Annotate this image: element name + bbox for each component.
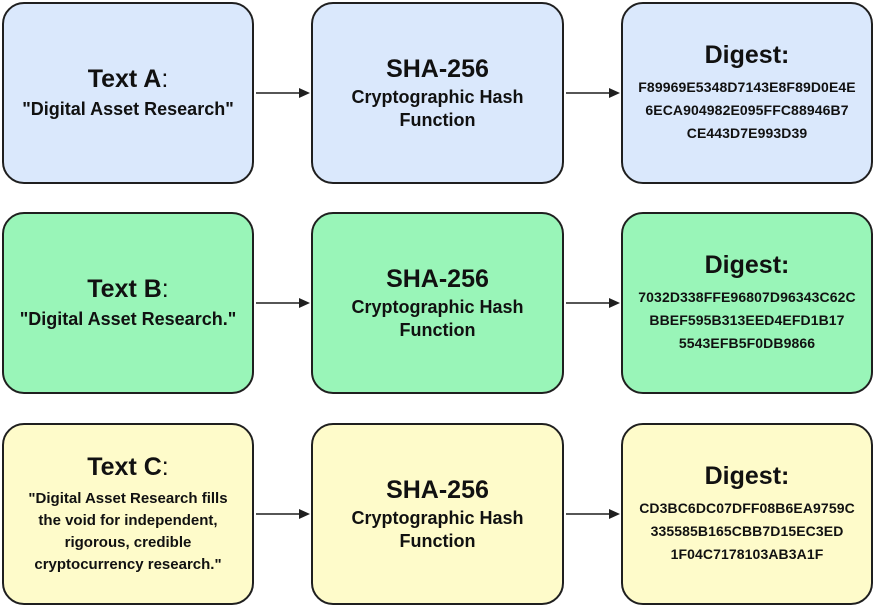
text-c-line: cryptocurrency research." (34, 555, 222, 573)
digest-line: CD3BC6DC07DFF08B6EA9759C (639, 500, 855, 516)
hash-subtitle-line1: Cryptographic Hash (351, 507, 524, 528)
digest-c-box: Digest: CD3BC6DC07DFF08B6EA9759C 335585B… (621, 423, 873, 605)
hash-function-box-c: SHA-256 Cryptographic Hash Function (311, 423, 564, 605)
text-c-line: the void for independent, (38, 511, 218, 529)
text-b-content: "Digital Asset Research." (19, 309, 237, 329)
digest-a-value: F89969E5348D7143E8F89D0E4E 6ECA904982E09… (638, 76, 855, 145)
digest-line: 6ECA904982E095FFC88946B7 (645, 102, 849, 118)
digest-title: Digest: (704, 251, 790, 279)
digest-line: 7032D338FFE96807D96343C62C (638, 289, 856, 305)
text-a-content: "Digital Asset Research" (22, 99, 234, 119)
arrowhead-icon (609, 509, 620, 519)
hash-subtitle-line2: Function (399, 530, 476, 551)
digest-b-box: Digest: 7032D338FFE96807D96343C62C BBEF5… (621, 212, 873, 394)
arrowhead-icon (609, 88, 620, 98)
hash-title: SHA-256 (386, 264, 489, 293)
arrowhead-icon (299, 509, 310, 519)
digest-line: BBEF595B313EED4EFD1B17 (649, 312, 845, 328)
digest-c-value: CD3BC6DC07DFF08B6EA9759C 335585B165CBB7D… (639, 497, 855, 566)
text-a-box: Text A: "Digital Asset Research" (2, 2, 254, 184)
digest-title: Digest: (704, 462, 790, 490)
digest-title: Digest: (704, 41, 790, 69)
arrowhead-icon (299, 88, 310, 98)
digest-line: 335585B165CBB7D15EC3ED (650, 523, 844, 539)
arrowhead-icon (299, 298, 310, 308)
hash-title: SHA-256 (386, 54, 489, 83)
text-c-heading: Text C: (87, 452, 169, 481)
digest-line: 1F04C7178103AB3A1F (670, 546, 824, 562)
hash-title: SHA-256 (386, 475, 489, 504)
hash-subtitle-line2: Function (399, 319, 476, 340)
text-c-line: "Digital Asset Research fills (28, 489, 228, 507)
digest-b-value: 7032D338FFE96807D96343C62C BBEF595B313EE… (638, 286, 855, 355)
hash-function-box-b: SHA-256 Cryptographic Hash Function (311, 212, 564, 394)
digest-a-box: Digest: F89969E5348D7143E8F89D0E4E 6ECA9… (621, 2, 873, 184)
hash-subtitle-line1: Cryptographic Hash (351, 86, 524, 107)
hash-function-box-a: SHA-256 Cryptographic Hash Function (311, 2, 564, 184)
digest-line: 5543EFB5F0DB9866 (678, 335, 816, 351)
hash-subtitle-line2: Function (399, 109, 476, 130)
text-c-content: "Digital Asset Research fills the void f… (24, 488, 231, 576)
hash-subtitle-line1: Cryptographic Hash (351, 296, 524, 317)
text-c-line: rigorous, credible (64, 533, 192, 551)
digest-line: CE443D7E993D39 (686, 125, 808, 141)
text-b-box: Text B: "Digital Asset Research." (2, 212, 254, 394)
text-a-heading: Text A: (87, 65, 169, 93)
text-c-box: Text C: "Digital Asset Research fills th… (2, 423, 254, 605)
arrowhead-icon (609, 298, 620, 308)
digest-line: F89969E5348D7143E8F89D0E4E (638, 79, 856, 95)
text-b-heading: Text B: (87, 275, 169, 303)
